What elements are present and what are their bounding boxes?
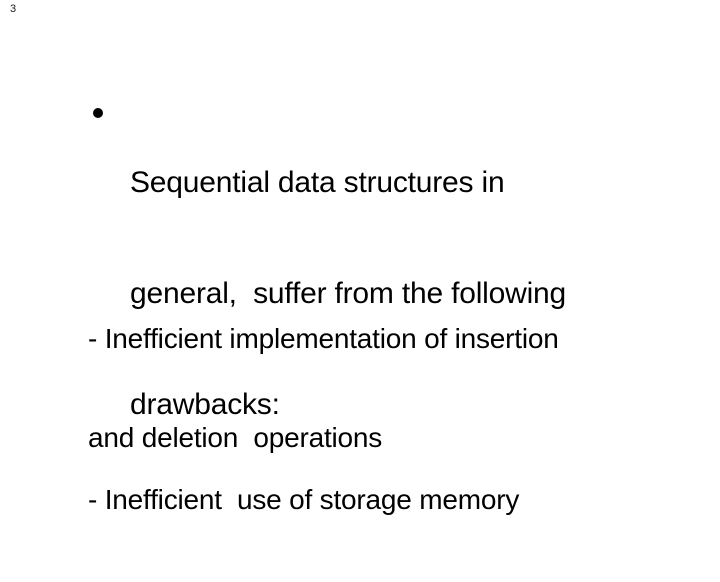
bullet-list-item: Sequential data structures in general, s… [93, 90, 566, 497]
drawback-storage-line-1: - Inefficient use of storage memory [88, 484, 520, 515]
slide-title-line-2: general, suffer from the following [130, 277, 567, 310]
slide-number: 3 [10, 3, 17, 15]
slide-title-line-3: drawbacks: [130, 388, 280, 421]
drawback-storage-memory: - Inefficient use of storage memory [88, 417, 519, 582]
slide-title: Sequential data structures in general, s… [130, 90, 566, 497]
slide-canvas: 3 Sequential data structures in general,… [10, 3, 567, 520]
drawback-insertion-deletion: - Inefficient implementation of insertio… [88, 256, 559, 520]
bullet-icon [93, 108, 103, 118]
drawback-insertion-line-2: and deletion operations [88, 422, 383, 453]
drawback-insertion-line-1: - Inefficient implementation of insertio… [88, 323, 559, 354]
slide-title-line-1: Sequential data structures in [130, 166, 505, 199]
